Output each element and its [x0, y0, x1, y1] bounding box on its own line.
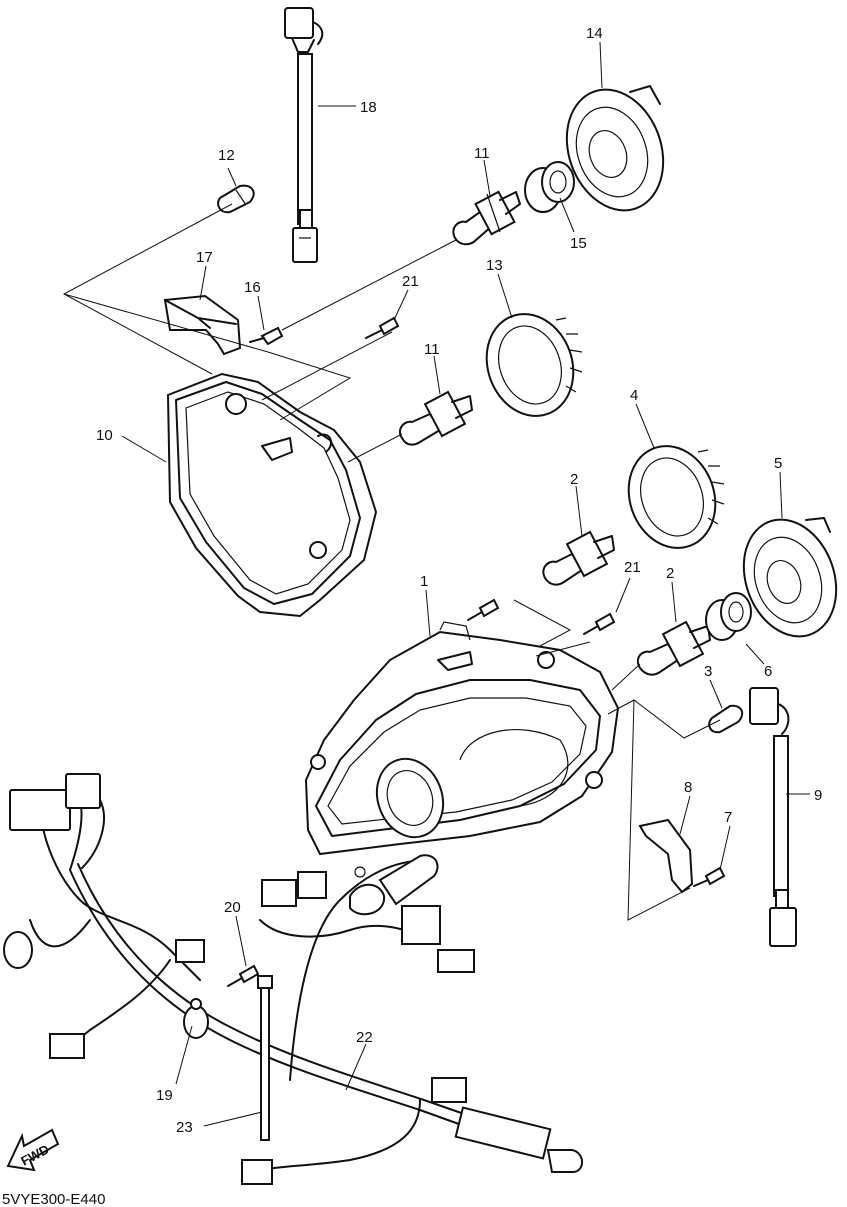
diagram-code: 5VYE300-E440 — [2, 1191, 105, 1207]
callout-23: 23 — [176, 1119, 193, 1136]
part-5-dust-cover — [742, 517, 838, 638]
part-15-rubber-cap — [524, 161, 575, 213]
part-20-screw — [227, 964, 260, 987]
callout-9: 9 — [814, 787, 822, 804]
callout-6: 6 — [764, 663, 772, 680]
part-7-screw — [693, 866, 726, 887]
harness-connectors — [3, 773, 475, 1185]
callout-leaders — [121, 41, 810, 1127]
part-19-clamp — [183, 998, 209, 1039]
callout-19: 19 — [156, 1087, 173, 1104]
callout-13: 13 — [486, 257, 503, 274]
callout-8: 8 — [684, 779, 692, 796]
callout-15: 15 — [570, 235, 587, 252]
callout-numbers: 14 18 12 11 15 17 13 21 16 11 4 10 5 2 2… — [96, 25, 822, 1136]
callout-18: 18 — [360, 99, 377, 116]
callout-22: 22 — [356, 1029, 373, 1046]
callout-10: 10 — [96, 427, 113, 444]
part-3-bulb — [708, 704, 744, 734]
callout-17: 17 — [196, 249, 213, 266]
part-2-lower-bulb — [636, 620, 711, 676]
callout-20: 20 — [224, 899, 241, 916]
part-11-middle-bulb — [398, 390, 473, 446]
callout-2-upper: 2 — [570, 471, 578, 488]
part-16-screw — [249, 326, 284, 346]
part-17-bracket — [163, 294, 242, 356]
part-10-upper-headlight — [166, 372, 378, 618]
part-14-dust-cover — [565, 85, 665, 212]
part-4-cover-ring — [627, 445, 725, 549]
callout-16: 16 — [244, 279, 261, 296]
part-21-upper-screw — [365, 316, 400, 339]
assembly-reference-lines — [62, 203, 721, 921]
callout-3: 3 — [704, 663, 712, 680]
part-22-wire-harness — [29, 779, 583, 1173]
part-11-upper-bulb — [452, 190, 521, 246]
callout-11-upper: 11 — [474, 145, 490, 162]
callout-5: 5 — [774, 455, 782, 472]
fwd-direction-arrow: FWD — [6, 1128, 60, 1172]
part-9-wire-lead — [749, 687, 797, 947]
callout-1: 1 — [420, 573, 428, 590]
callout-2-lower: 2 — [666, 565, 674, 582]
part-2-upper-bulb — [542, 530, 615, 586]
callout-11-middle: 11 — [424, 341, 440, 358]
callout-4: 4 — [630, 387, 638, 404]
callout-14: 14 — [586, 25, 603, 42]
part-6-rubber-cap — [705, 592, 752, 641]
part-1-lower-headlight — [304, 621, 620, 856]
callout-21-lower: 21 — [624, 559, 641, 576]
part-18-wire-lead — [284, 7, 324, 263]
callout-21-upper: 21 — [402, 273, 419, 290]
callout-7: 7 — [724, 809, 732, 826]
callout-12: 12 — [218, 147, 235, 164]
part-21-lower-screws — [467, 598, 616, 635]
part-13-cover-ring — [485, 313, 583, 417]
part-12-bulb — [217, 184, 255, 214]
part-23-cable-tie — [257, 975, 273, 1141]
part-8-bracket — [638, 818, 694, 894]
